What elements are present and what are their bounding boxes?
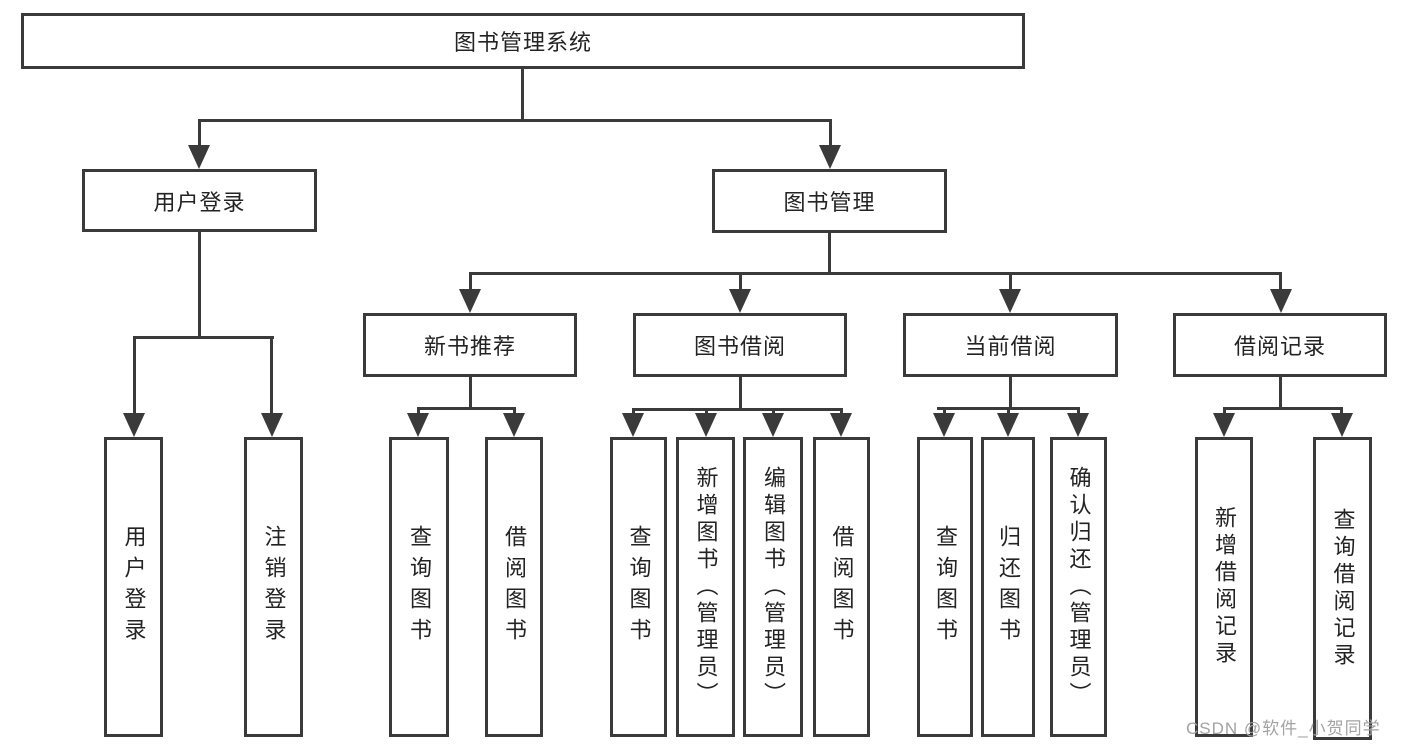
connector-userlogin-stem xyxy=(198,232,201,339)
leaf-label: 查询图书 xyxy=(626,525,652,649)
arrow-down-icon xyxy=(459,289,481,313)
connector-shaft xyxy=(705,408,708,416)
arrow-down-icon xyxy=(1331,413,1353,437)
node-user-login-label: 用户登录 xyxy=(153,189,246,215)
leaf-label: 新增借阅记录 xyxy=(1212,506,1237,668)
connector-root-rail xyxy=(198,119,831,122)
arrow-down-icon xyxy=(1213,413,1235,437)
leaf-recommend-query-book: 查询图书 xyxy=(389,437,449,737)
node-root: 图书管理系统 xyxy=(21,13,1025,69)
leaf-label: 确认归还（管理员） xyxy=(1066,465,1092,709)
arrow-down-icon xyxy=(819,145,841,169)
connector-userlogin-rail xyxy=(133,336,274,339)
connector-shaft xyxy=(417,407,420,416)
node-borrow-record-label: 借阅记录 xyxy=(1233,334,1326,359)
node-book-borrow: 图书借阅 xyxy=(633,313,847,377)
node-book-borrow-label: 图书借阅 xyxy=(693,334,786,359)
connector-shaft xyxy=(840,408,843,416)
connector-stem xyxy=(1279,377,1282,410)
connector-shaft xyxy=(772,408,775,416)
connector-shaft xyxy=(1279,272,1282,292)
leaf-confirm-return-admin: 确认归还（管理员） xyxy=(1050,437,1107,737)
node-new-book-recommend-label: 新书推荐 xyxy=(423,334,516,359)
connector-shaft xyxy=(943,407,946,416)
arrow-down-icon xyxy=(1067,413,1089,437)
connector-shaft xyxy=(1340,407,1343,416)
leaf-query-borrow-record: 查询借阅记录 xyxy=(1313,437,1372,740)
leaf-add-borrow-record: 新增借阅记录 xyxy=(1195,437,1253,737)
leaf-label: 用户登录 xyxy=(121,525,147,649)
arrow-down-icon xyxy=(407,413,429,437)
node-user-login: 用户登录 xyxy=(82,169,317,232)
arrow-down-icon xyxy=(830,413,852,437)
leaf-label: 借阅图书 xyxy=(502,525,527,649)
arrow-down-icon xyxy=(933,413,955,437)
connector-stem xyxy=(469,377,472,410)
arrow-down-icon xyxy=(762,413,784,437)
csdn-watermark: CSDN @软件_小贺同学 xyxy=(1186,719,1381,738)
node-current-borrow: 当前借阅 xyxy=(903,313,1118,377)
arrow-down-icon xyxy=(729,289,751,313)
leaf-label: 查询图书 xyxy=(933,525,958,649)
connector-bookmgmt-stem xyxy=(828,233,831,275)
leaf-edit-book-admin: 编辑图书（管理员） xyxy=(743,437,803,737)
leaf-label: 查询借阅记录 xyxy=(1330,507,1356,670)
connector-shaft xyxy=(1223,407,1226,416)
connector-shaft xyxy=(513,407,516,416)
connector-bookmgmt-rail xyxy=(469,272,1282,275)
leaf-label: 查询图书 xyxy=(407,525,432,649)
connector-stem xyxy=(739,377,742,411)
leaf-return-book: 归还图书 xyxy=(981,437,1035,737)
connector-rail xyxy=(1223,407,1343,410)
connector-rail xyxy=(417,407,516,410)
connector-shaft xyxy=(198,119,201,149)
leaf-label: 编辑图书（管理员） xyxy=(761,465,786,709)
connector-shaft xyxy=(632,408,635,416)
connector-shaft xyxy=(739,272,742,292)
leaf-current-query-book: 查询图书 xyxy=(917,437,973,737)
node-borrow-record: 借阅记录 xyxy=(1173,313,1387,377)
leaf-label: 借阅图书 xyxy=(829,525,855,649)
connector-shaft xyxy=(1077,407,1080,416)
connector-shaft xyxy=(1007,407,1010,416)
node-book-management: 图书管理 xyxy=(712,169,947,233)
node-new-book-recommend: 新书推荐 xyxy=(363,313,577,377)
leaf-label: 归还图书 xyxy=(996,525,1021,649)
leaf-recommend-borrow-book: 借阅图书 xyxy=(485,437,543,737)
arrow-down-icon xyxy=(188,145,210,169)
leaf-user-login: 用户登录 xyxy=(104,437,163,737)
connector-stem xyxy=(1009,377,1012,410)
arrow-down-icon xyxy=(123,413,145,437)
arrow-down-icon xyxy=(695,413,717,437)
leaf-borrow-book: 借阅图书 xyxy=(813,437,870,737)
arrow-down-icon xyxy=(997,413,1019,437)
connector-shaft xyxy=(1009,272,1012,292)
arrow-down-icon xyxy=(503,413,525,437)
connector-shaft xyxy=(133,336,136,416)
connector-shaft xyxy=(469,272,472,292)
connector-rail xyxy=(632,408,843,411)
arrow-down-icon xyxy=(261,413,283,437)
connector-shaft xyxy=(270,336,273,416)
leaf-borrow-query-book: 查询图书 xyxy=(610,437,667,737)
leaf-label: 注销登录 xyxy=(261,525,287,649)
node-book-management-label: 图书管理 xyxy=(783,190,876,215)
leaf-logout: 注销登录 xyxy=(244,437,303,737)
connector-root-stem xyxy=(521,69,524,122)
arrow-down-icon xyxy=(1270,289,1292,313)
leaf-add-book-admin: 新增图书（管理员） xyxy=(676,437,735,737)
arrow-down-icon xyxy=(622,413,644,437)
node-current-borrow-label: 当前借阅 xyxy=(964,334,1057,359)
arrow-down-icon xyxy=(999,289,1021,313)
leaf-label: 新增图书（管理员） xyxy=(693,465,719,709)
connector-shaft xyxy=(829,119,832,149)
node-root-label: 图书管理系统 xyxy=(453,30,592,55)
